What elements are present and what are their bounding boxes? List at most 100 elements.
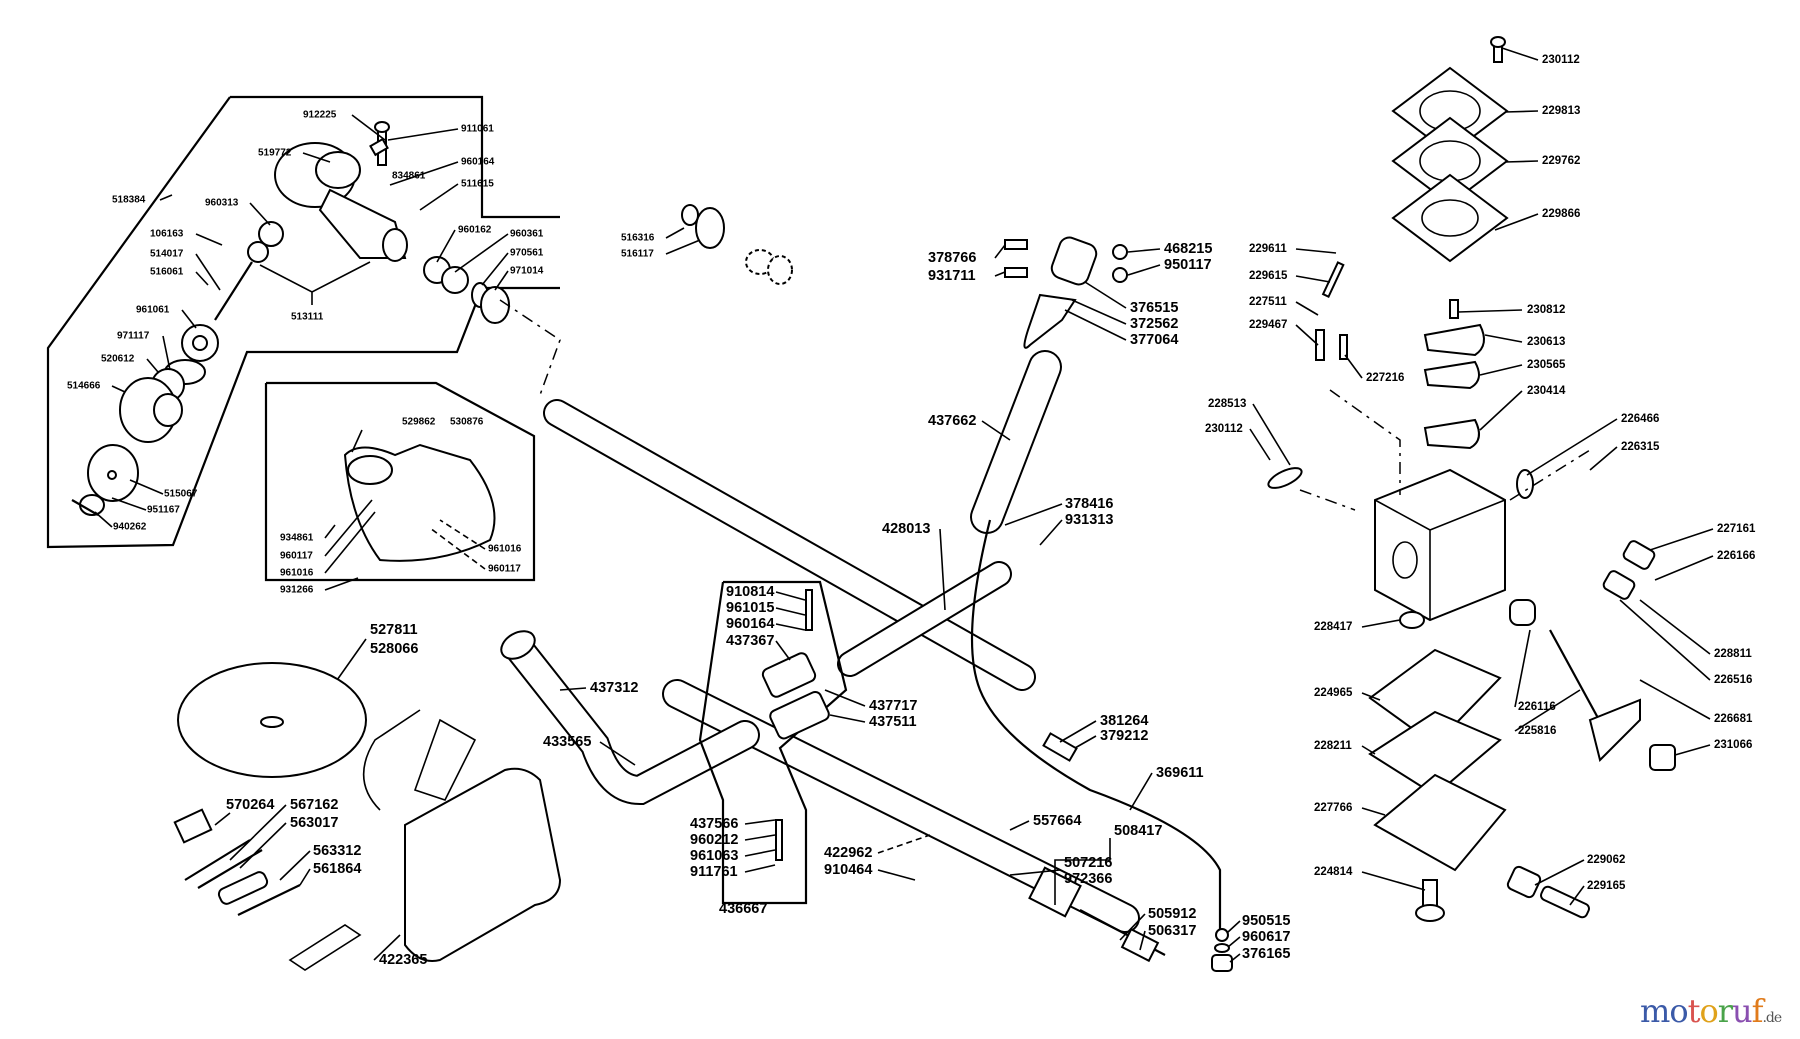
callout: 518384 — [112, 195, 146, 206]
handle-grip — [500, 630, 760, 806]
carburetor-leaders — [1249, 47, 1714, 906]
callout: 950117 — [1164, 257, 1212, 273]
handle-crossbar — [837, 561, 1012, 677]
callout: 960164 — [461, 157, 495, 168]
gearhead-gears-bearings — [71, 221, 510, 516]
callout: 227766 — [1314, 802, 1352, 814]
callout: 931266 — [280, 585, 314, 596]
callout: 378766 — [928, 250, 976, 266]
callout: 376515 — [1130, 300, 1178, 316]
callout: 508417 — [1114, 823, 1162, 839]
callout: 519772 — [258, 148, 292, 159]
clamp-group-outline — [698, 580, 848, 905]
callout: 228811 — [1714, 648, 1752, 660]
drive-tube — [543, 399, 1036, 691]
gearhead-housing — [274, 121, 408, 262]
callout: 422962 — [824, 845, 872, 861]
callout: 224814 — [1314, 866, 1353, 878]
callout: 513111 — [291, 312, 324, 323]
callout: 529862 — [402, 417, 436, 428]
callout: 226116 — [1518, 701, 1556, 713]
callout: 381264 — [1100, 713, 1148, 729]
callout: 520612 — [101, 354, 135, 365]
callout: 511615 — [461, 179, 494, 190]
callout: 960212 — [690, 832, 738, 848]
callout: 428013 — [882, 521, 930, 537]
callout: 229615 — [1249, 270, 1288, 282]
callout: 230112 — [1205, 423, 1243, 435]
callout: 563312 — [313, 843, 361, 859]
callout: 912225 — [303, 110, 337, 121]
callout: 561864 — [313, 861, 361, 877]
logo-letter: u — [1732, 992, 1753, 1030]
callout: 437312 — [590, 680, 638, 696]
callout: 960117 — [488, 564, 521, 575]
callout: 934861 — [280, 533, 314, 544]
callout: 528066 — [370, 641, 418, 657]
logo-letter: o — [1669, 992, 1688, 1030]
callout: 505912 — [1148, 906, 1196, 922]
callout: 960164 — [726, 616, 774, 632]
callout: 563017 — [290, 815, 338, 831]
callout: 971117 — [117, 331, 150, 342]
callout: 530876 — [450, 417, 484, 428]
logo-name: motoruf — [1640, 992, 1763, 1030]
callout: 437566 — [690, 816, 738, 832]
callout: 960162 — [458, 225, 492, 236]
callout: 911061 — [461, 124, 494, 135]
callout: 229866 — [1542, 208, 1580, 220]
throttle-cable — [970, 519, 1222, 930]
callout: 834861 — [392, 171, 426, 182]
callout: 433565 — [543, 734, 591, 750]
callout: 376165 — [1242, 946, 1290, 962]
callout: 229165 — [1587, 880, 1626, 892]
logo-letter: o — [1699, 992, 1718, 1030]
callout: 422365 — [379, 952, 427, 968]
guard-group-outline — [264, 381, 536, 582]
callout: 931313 — [1065, 512, 1113, 528]
callout: 516117 — [621, 249, 654, 260]
callout: 226315 — [1621, 441, 1660, 453]
carb-assembly-line — [1329, 389, 1401, 495]
logo-suffix: .de — [1762, 1010, 1782, 1026]
callout: 468215 — [1164, 241, 1212, 257]
logo-letter: r — [1717, 992, 1733, 1030]
callout: 378416 — [1065, 496, 1113, 512]
guard-callouts: 529862 530876 934861 960117 961016 93126… — [280, 233, 655, 596]
callout: 972366 — [1064, 871, 1112, 887]
gearhead-callouts: 912225 911061 519772 834861 960164 51161… — [67, 110, 544, 533]
logo-letter: t — [1687, 992, 1701, 1030]
callout: 230613 — [1527, 336, 1565, 348]
callout: 961063 — [690, 848, 738, 864]
callout: 971014 — [510, 266, 544, 277]
callout: 961016 — [488, 544, 522, 555]
callout: 228417 — [1314, 621, 1352, 633]
callout: 960617 — [1242, 929, 1290, 945]
callout: 437511 — [869, 714, 917, 730]
carburetor-parts — [1267, 36, 1676, 922]
callout: 230414 — [1527, 385, 1566, 397]
callout: 961016 — [280, 568, 314, 579]
callout: 437367 — [726, 633, 774, 649]
assembly-line — [499, 299, 561, 396]
callout: 229062 — [1587, 854, 1625, 866]
callout: 229813 — [1542, 105, 1580, 117]
callout: 226166 — [1717, 550, 1755, 562]
callout: 910464 — [824, 862, 872, 878]
callout: 970561 — [510, 248, 544, 259]
callout: 369611 — [1156, 765, 1204, 781]
handle-clamp — [761, 589, 830, 861]
callout: 514017 — [150, 249, 184, 260]
callout: 227511 — [1249, 296, 1287, 308]
callout: 106163 — [150, 229, 184, 240]
gearhead-group-outline — [230, 95, 560, 219]
guard-leaders — [324, 227, 701, 591]
callout: 227216 — [1366, 372, 1404, 384]
callout: 229467 — [1249, 319, 1287, 331]
callout: 516316 — [621, 233, 655, 244]
callout: 516061 — [150, 267, 184, 278]
callout: 229762 — [1542, 155, 1580, 167]
callout: 514666 — [67, 381, 101, 392]
callout: 961061 — [136, 305, 170, 316]
